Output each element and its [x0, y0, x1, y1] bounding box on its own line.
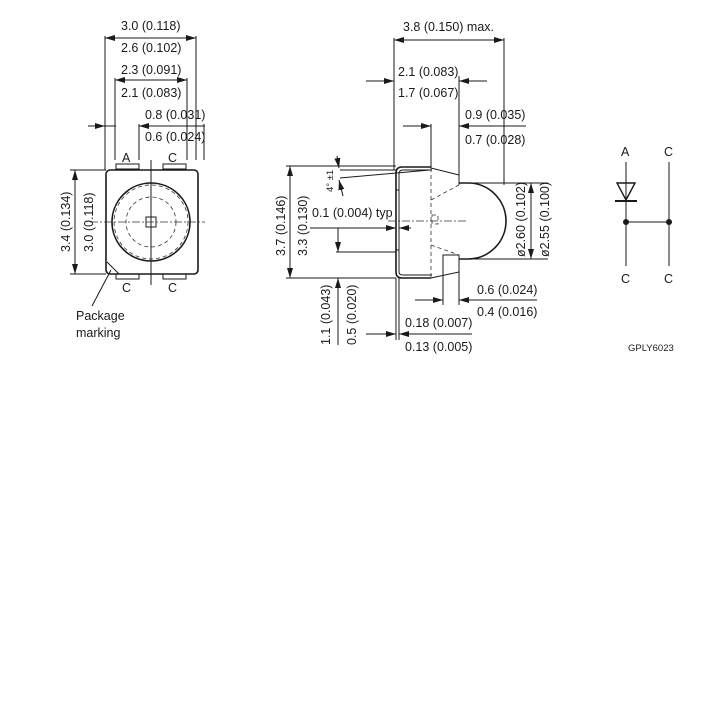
dim-side-height-max: 3.7 (0.146) — [274, 196, 288, 256]
package-marking-label: Package — [76, 309, 125, 323]
schematic-label-cathode-top: C — [664, 145, 673, 159]
dim-step-max: 0.6 (0.024) — [477, 283, 537, 297]
pin-cathode-pad-bl — [115, 273, 140, 280]
dim-lead-thickness: 0.1 (0.004) typ — [312, 206, 393, 220]
dim-gap-min: 0.13 (0.005) — [405, 340, 472, 354]
schematic-symbol: A C C C GPLY6023 — [615, 145, 674, 354]
pin-anode-pad — [115, 163, 140, 170]
pin-label-c-bl: C — [122, 281, 131, 295]
pin-label-c-top: C — [168, 151, 177, 165]
pin-cathode-pad-top — [162, 163, 187, 170]
dim-pad-width-max: 0.8 (0.031) — [145, 108, 205, 122]
dim-angle: 4° ±1 — [325, 170, 336, 192]
dim-lens-dia-min: ø2.55 (0.100) — [538, 182, 552, 257]
dome-lens — [459, 182, 507, 260]
drawing-id: GPLY6023 — [628, 343, 674, 354]
dim-lens-protrusion-max: 0.9 (0.035) — [465, 108, 525, 122]
dim-width-max: 3.0 (0.118) — [121, 19, 181, 33]
dim-step-min: 0.4 (0.016) — [477, 305, 537, 319]
schematic-label-cathode-bl: C — [621, 272, 630, 286]
pin-label-a: A — [122, 151, 131, 165]
dim-lead-length-max: 1.1 (0.043) — [319, 285, 333, 345]
dim-body-depth-max: 2.1 (0.083) — [398, 65, 458, 79]
dim-height-min: 3.0 (0.118) — [82, 192, 96, 252]
front-view: 3.0 (0.118) 2.6 (0.102) 2.3 (0.091) 2.1 … — [59, 19, 205, 340]
dim-overall-width: 3.8 (0.150) max. — [403, 20, 494, 34]
dim-width-min: 2.6 (0.102) — [121, 41, 181, 55]
package-marking-label-2: marking — [76, 326, 121, 340]
pin-cathode-pad-br — [162, 273, 187, 280]
dim-lead-length-min: 0.5 (0.020) — [345, 285, 359, 345]
dim-pad-width-min: 0.6 (0.024) — [145, 130, 205, 144]
dim-gap-max: 0.18 (0.007) — [405, 316, 472, 330]
dim-lens-protrusion-min: 0.7 (0.028) — [465, 133, 525, 147]
dim-pad-span-min: 2.1 (0.083) — [121, 86, 181, 100]
diode-icon — [615, 182, 637, 202]
schematic-label-anode: A — [621, 145, 630, 159]
pin-label-c-br: C — [168, 281, 177, 295]
junction-dot-right — [666, 219, 672, 225]
dim-pad-span-max: 2.3 (0.091) — [121, 63, 181, 77]
side-view: 3.8 (0.150) max. 2.1 (0.083) 1.7 (0.067)… — [274, 20, 552, 354]
dim-height-max: 3.4 (0.134) — [59, 192, 73, 252]
schematic-label-cathode-br: C — [664, 272, 673, 286]
dim-lens-dia-max: ø2.60 (0.102) — [514, 182, 528, 257]
dim-side-height-min: 3.3 (0.130) — [296, 196, 310, 256]
lead-frame — [395, 166, 431, 279]
junction-dot-left — [623, 219, 629, 225]
dim-body-depth-min: 1.7 (0.067) — [398, 86, 458, 100]
